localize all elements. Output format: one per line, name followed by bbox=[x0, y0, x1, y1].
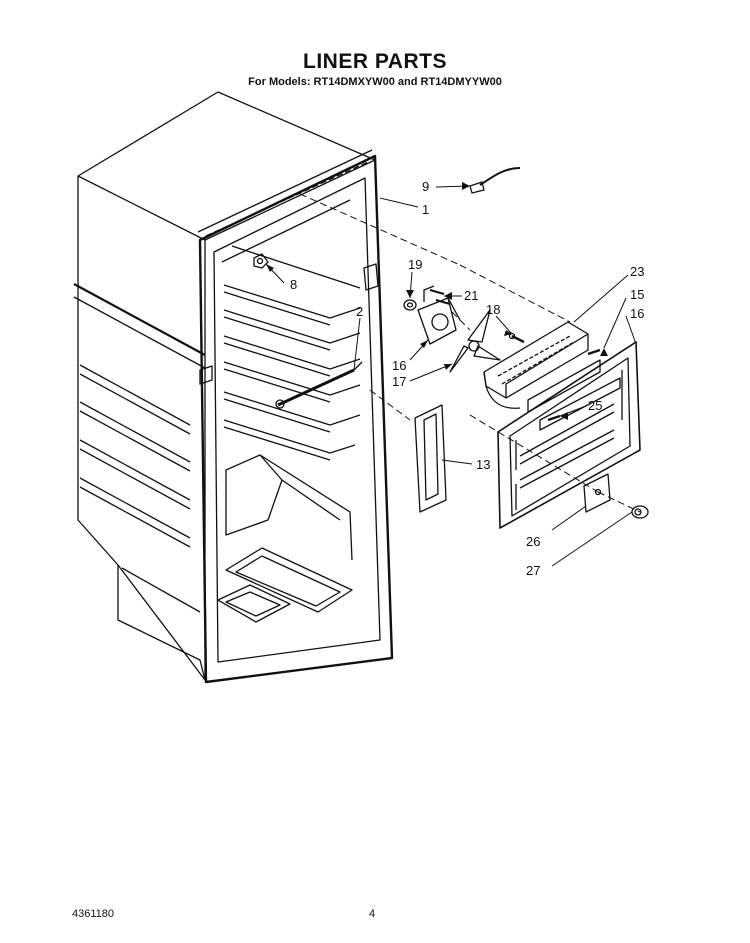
part-24-evap-cover bbox=[497, 341, 641, 529]
model-subtitle: For Models: RT14DMXYW00 and RT14DMYYW00 bbox=[248, 76, 502, 88]
callout-25: 25 bbox=[588, 398, 602, 413]
callout-23: 23 bbox=[630, 264, 644, 279]
part-8-light-socket bbox=[253, 253, 269, 269]
callout-1: 1 bbox=[422, 202, 429, 217]
page-title: LINER PARTS bbox=[303, 50, 447, 73]
callout-15: 15 bbox=[630, 287, 644, 302]
callout-16: 16 bbox=[392, 358, 406, 373]
callout-17: 17 bbox=[392, 374, 406, 389]
callout-19: 19 bbox=[408, 257, 422, 272]
part-13-duct-cover bbox=[414, 404, 447, 513]
callout-2: 2 bbox=[356, 304, 363, 319]
part-2-tube bbox=[275, 361, 363, 409]
part-21-screws bbox=[429, 288, 451, 306]
callout-18: 18 bbox=[486, 302, 500, 317]
assembly-lines bbox=[299, 193, 641, 513]
doc-number: 4361180 bbox=[72, 908, 115, 920]
callout-24: 16 bbox=[630, 306, 644, 321]
callout-8: 8 bbox=[290, 277, 297, 292]
part-17-fan-blade bbox=[449, 309, 501, 373]
part-9-wire bbox=[469, 167, 521, 194]
part-26-bracket bbox=[583, 473, 611, 513]
liner-cabinet bbox=[73, 91, 394, 684]
part-23-diffuser bbox=[483, 321, 589, 409]
callout-13: 13 bbox=[476, 457, 490, 472]
callout-26: 26 bbox=[526, 534, 540, 549]
part-19-grommet bbox=[403, 299, 417, 311]
part-16-fan-motor bbox=[417, 285, 461, 345]
page-number: 4 bbox=[369, 908, 376, 920]
callout-21: 21 bbox=[464, 288, 478, 303]
leader-lines bbox=[265, 185, 637, 567]
callout-9: 9 bbox=[422, 179, 429, 194]
part-25-screw bbox=[547, 414, 561, 422]
part-18-screw bbox=[508, 332, 525, 344]
arrow-heads bbox=[266, 182, 608, 420]
callout-27: 27 bbox=[526, 563, 540, 578]
part-15-screw bbox=[587, 348, 601, 356]
